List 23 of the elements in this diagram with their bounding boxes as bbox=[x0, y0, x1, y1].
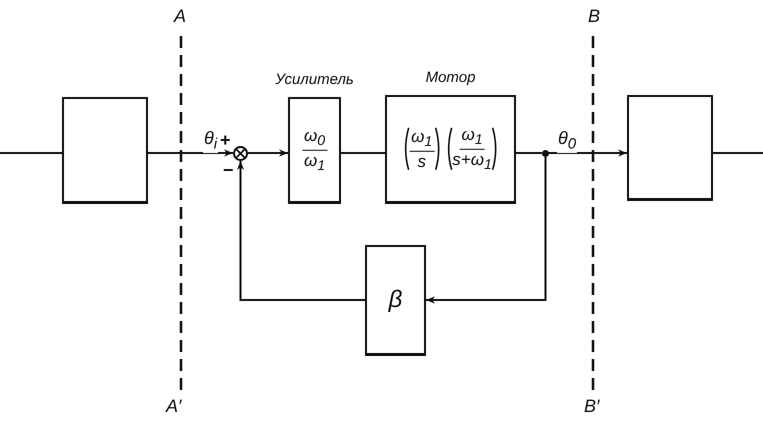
signal-line bbox=[341, 152, 385, 154]
block-box bbox=[627, 95, 713, 201]
signal-arrow bbox=[236, 161, 365, 301]
fraction: ω$_{1}$ s bbox=[409, 126, 434, 172]
fraction: ω$_{0}$ ω$_{1}$ bbox=[302, 126, 328, 174]
signal-arrow bbox=[148, 149, 233, 157]
signal-label: θ$_{0}$ bbox=[557, 128, 578, 153]
block-box bbox=[62, 97, 148, 204]
block-heading: Мотор bbox=[426, 69, 476, 86]
block-box bbox=[365, 245, 426, 356]
signal-line bbox=[713, 152, 763, 154]
signal-line bbox=[516, 152, 542, 154]
signal-arrow bbox=[426, 157, 546, 304]
signal-arrow bbox=[248, 149, 288, 157]
fraction: ω$_{1}$ s+ω$_{1}$ bbox=[452, 124, 492, 174]
signal-line bbox=[0, 152, 62, 154]
block-heading: Усилитель bbox=[275, 71, 354, 88]
summing-junction bbox=[233, 146, 248, 161]
signal-label: θ$_{i}$ bbox=[203, 128, 218, 153]
block-symbol: β bbox=[388, 286, 402, 314]
junction-dot bbox=[542, 150, 549, 157]
sign-label: − bbox=[222, 160, 235, 181]
sign-label: + bbox=[219, 130, 232, 151]
